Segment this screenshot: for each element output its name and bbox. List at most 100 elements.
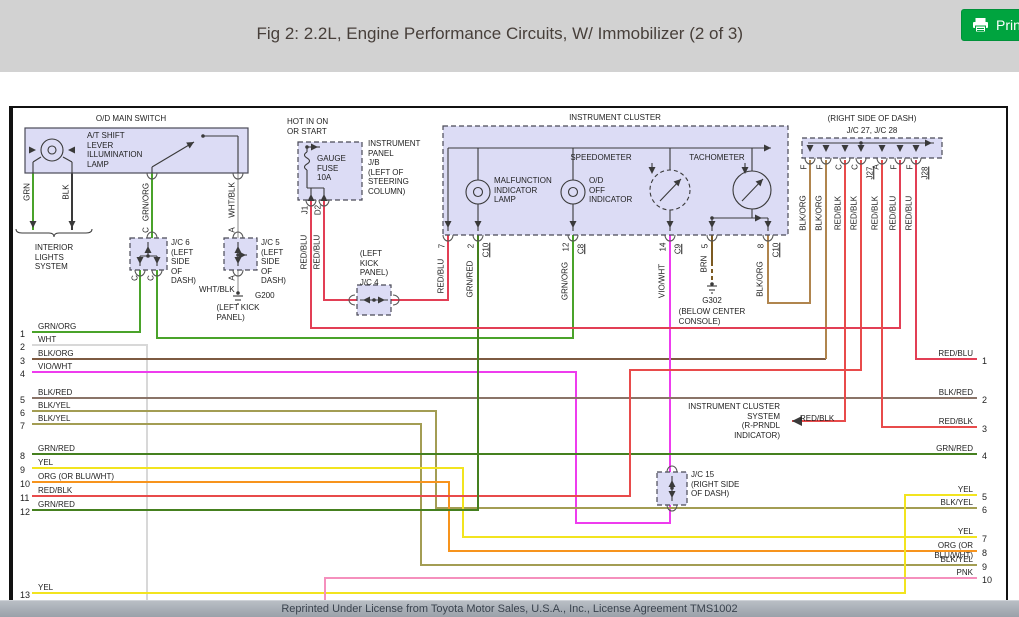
row-label-left-2: WHT — [38, 335, 57, 344]
g200-location-label: (LEFT KICK PANEL) — [216, 303, 260, 322]
row-number-right-3: 3 — [982, 424, 988, 434]
gauge-fuse-label: GAUGE FUSE 10A — [317, 154, 346, 182]
instrument-panel-jb-label: INSTRUMENT PANEL J/B (LEFT OF STEERING C… — [368, 139, 421, 196]
diagram-label: RED/BLK — [833, 195, 843, 231]
diagram-label: GRN/ORG — [141, 182, 151, 222]
mil-label: MALFUNCTION INDICATOR LAMP — [494, 176, 552, 204]
row-label-right-5: YEL — [957, 485, 973, 494]
jc15-label: J/C 15 (RIGHT SIDE OF DASH) — [691, 470, 740, 498]
row-label-left-6: BLK/YEL — [38, 401, 71, 410]
row-number-left-3: 3 — [20, 356, 26, 366]
wire-blk-yel-row6 — [32, 410, 977, 509]
row-number-right-9: 9 — [982, 562, 988, 572]
row-label-left-13: YEL — [38, 583, 54, 592]
row-label-right-4: GRN/RED — [936, 444, 973, 453]
diagram-label: BLK/ORG — [755, 261, 765, 297]
printer-icon — [972, 17, 989, 33]
od-main-switch-label: O/D MAIN SWITCH — [95, 114, 167, 123]
row-number-right-2: 2 — [982, 395, 988, 405]
print-button[interactable]: Print — [961, 9, 1019, 41]
row-number-right-4: 4 — [982, 451, 988, 461]
diagram-label: BLK — [61, 184, 71, 200]
diagram-label: 12 — [561, 242, 571, 252]
row-number-right-1: 1 — [982, 356, 988, 366]
diagram-label: C — [834, 164, 844, 170]
diagram-label: RED/BLU — [904, 195, 914, 231]
jc4-label: (LEFT KICK PANEL) J/C 4 — [359, 249, 389, 287]
jc5-label: J/C 5 (LEFT SIDE OF DASH) — [261, 238, 286, 285]
jc6-label: J/C 6 (LEFT SIDE OF DASH) — [171, 238, 196, 285]
row-number-right-6: 6 — [982, 505, 988, 515]
g200-label: G200 — [255, 291, 275, 300]
od-off-bulb-inner — [567, 186, 579, 198]
row-number-right-8: 8 — [982, 548, 988, 558]
row-label-right-7: YEL — [957, 527, 973, 536]
diagram-label: GRN/RED — [465, 260, 475, 298]
diagram-label: RED/BLU — [888, 195, 898, 231]
hot-in-on-label: HOT IN ON OR START — [287, 117, 329, 136]
row-label-right-8: ORG (OR BLU/WHT) — [934, 541, 973, 560]
row-label-left-11: RED/BLK — [38, 486, 73, 495]
instrument-panel-jb-box — [297, 141, 363, 201]
row-label-left-5: BLK/RED — [38, 388, 73, 397]
diagram-label: C9 — [673, 243, 683, 255]
shift-lamp-inner — [47, 145, 57, 155]
row-number-left-7: 7 — [20, 421, 26, 431]
row-label-right-6: BLK/YEL — [940, 498, 973, 507]
wire-red-blu-fuse-j1 — [310, 160, 901, 329]
diagram-label: 5 — [700, 243, 710, 249]
row-number-left-4: 4 — [20, 369, 26, 379]
row-number-left-8: 8 — [20, 451, 26, 461]
wire-org-row10 — [32, 481, 977, 552]
jc27-jc28-label: J/C 27, J/C 28 — [846, 126, 898, 135]
wire-red-blu-fuse-d2 — [323, 200, 357, 301]
row-number-right-5: 5 — [982, 492, 988, 502]
wire-red-blk-jc27-row3r — [881, 160, 977, 428]
diagram-label: C — [130, 275, 140, 281]
row-label-left-4: VIO/WHT — [38, 362, 73, 371]
instrument-cluster-box — [442, 125, 789, 236]
diagram-label: C — [146, 275, 156, 281]
diagram-label: RED/BLU — [312, 234, 322, 270]
diagram-label: J1 — [300, 205, 310, 215]
row-label-right-10: PNK — [956, 568, 973, 577]
row-number-right-7: 7 — [982, 534, 988, 544]
diagram-label: A — [227, 275, 237, 281]
diagram-label: RED/BLU — [436, 258, 446, 294]
diagram-label: 7 — [437, 243, 447, 249]
row-number-right-10: 10 — [982, 575, 993, 585]
diagram-label: F — [905, 164, 915, 170]
diagram-label: 8 — [756, 243, 766, 249]
print-button-label: Print — [996, 17, 1019, 33]
row-number-left-13: 13 — [20, 590, 31, 600]
interior-lights-label: INTERIOR LIGHTS SYSTEM — [34, 243, 74, 271]
diagram-label: C — [141, 227, 151, 233]
row-label-left-3: BLK/ORG — [38, 349, 74, 358]
wht-blk-label: WHT/BLK — [199, 285, 235, 294]
row-label-right-9: BLK/YEL — [940, 555, 973, 564]
row-number-left-5: 5 — [20, 395, 26, 405]
jc27-jc28-box — [801, 137, 943, 159]
row-label-left-9: YEL — [38, 458, 54, 467]
row-number-left-11: 11 — [20, 493, 30, 503]
wire-red-blu-jc28-row1r — [915, 160, 977, 360]
wire-red-blk-row11 — [32, 160, 862, 497]
wire-yel-row13 — [32, 494, 977, 594]
wire-blk-yel-row7 — [32, 423, 977, 566]
diagram-label: WHT/BLK — [227, 182, 237, 218]
row-label-left-10: ORG (OR BLU/WHT) — [38, 472, 114, 481]
row-number-left-9: 9 — [20, 465, 26, 475]
diagram-label: 2 — [466, 243, 476, 249]
wire-grn-red-row12-cluster2 — [32, 235, 479, 511]
row-number-left-6: 6 — [20, 408, 26, 418]
wire-red-blk-jc27-prndl — [792, 160, 846, 422]
diagram-label: RED/BLK — [870, 195, 880, 231]
wire-wht-row2 — [32, 344, 148, 616]
diagram-label: BRN — [699, 255, 709, 273]
wire-grn-org-jc6-to-cluster12 — [156, 235, 574, 339]
row-number-left-10: 10 — [20, 479, 31, 489]
row-label-left-1: GRN/ORG — [38, 322, 77, 331]
license-bar: Reprinted Under License from Toyota Moto… — [0, 600, 1019, 617]
